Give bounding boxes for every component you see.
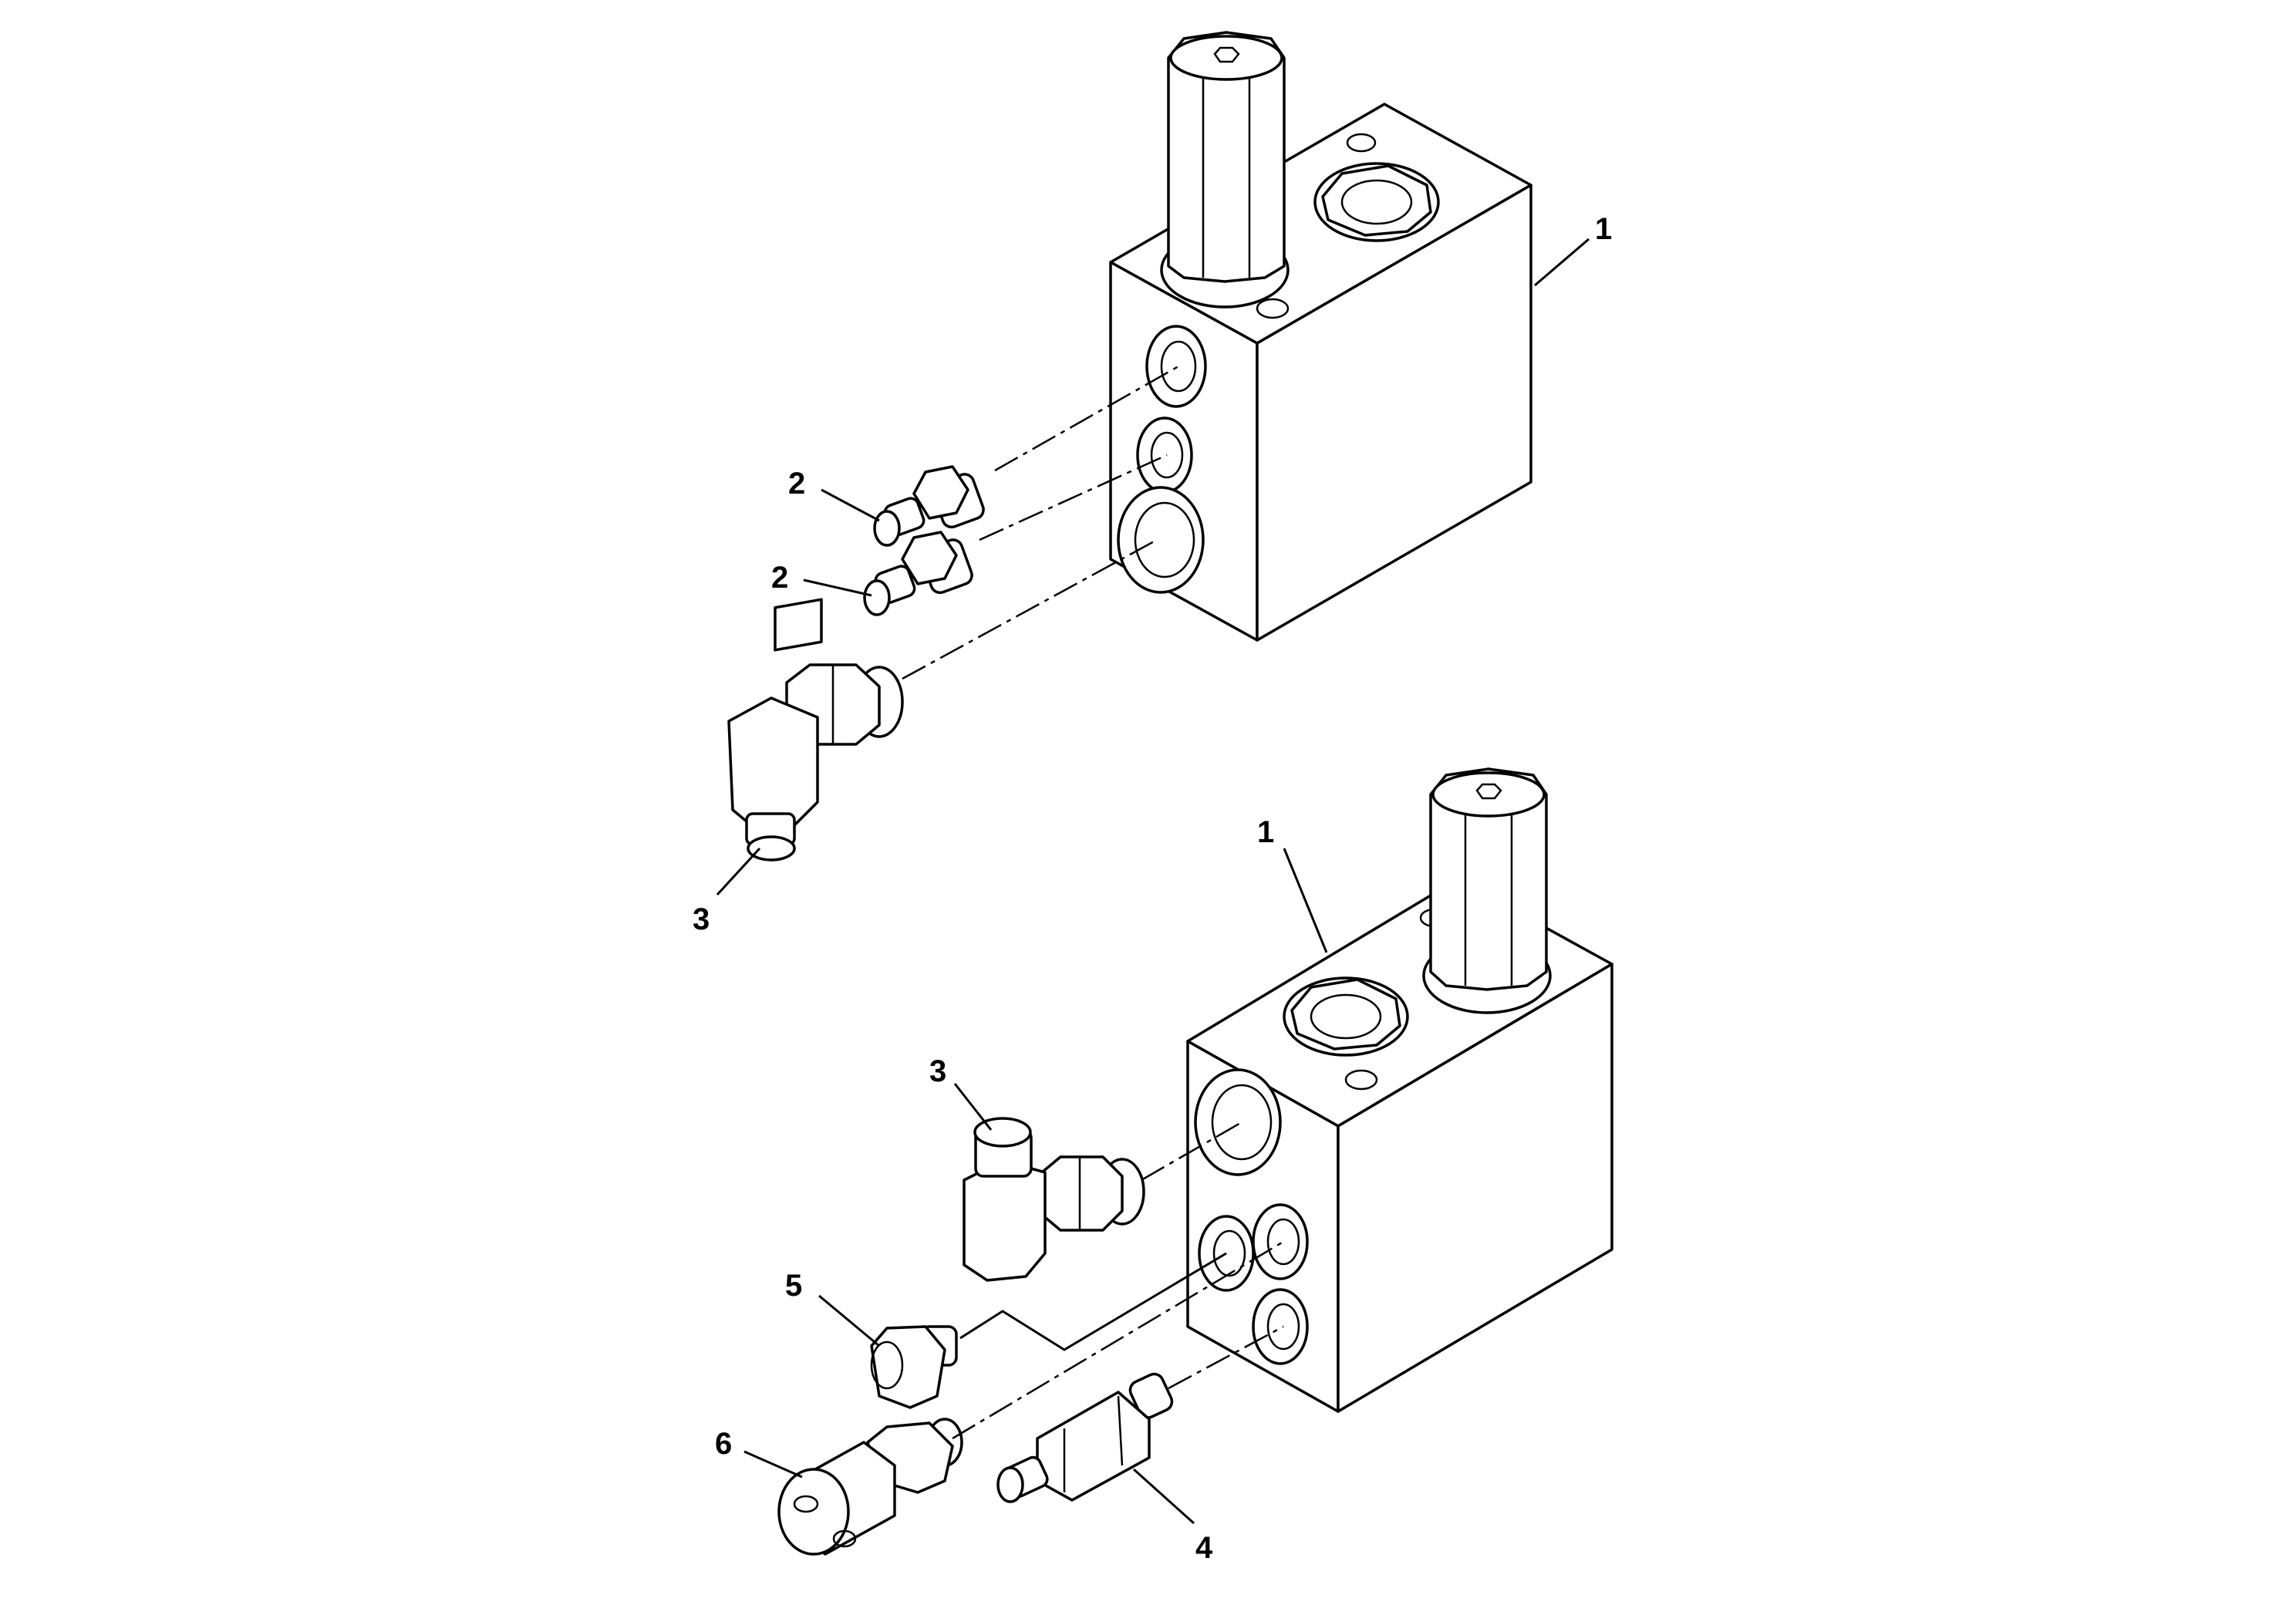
fitting-2-upper [873, 465, 985, 547]
callout-3-upper-label: 3 [693, 902, 710, 936]
fitting-4 [996, 1372, 1174, 1503]
callout-4: 4 [1132, 1468, 1213, 1565]
elbow-fitting-3-lower [963, 1117, 1145, 1282]
fitting-2-lower [863, 531, 973, 616]
callout-2-a-label: 2 [788, 467, 805, 501]
callout-2-b-label: 2 [771, 561, 788, 595]
plug-5 [870, 1325, 958, 1409]
callout-1-lower: 1 [1257, 815, 1328, 953]
elbow-fitting-3-upper [727, 598, 904, 862]
callout-1-lower-label: 1 [1257, 815, 1274, 849]
lower-centerlines [952, 1121, 1284, 1440]
callout-5: 5 [785, 1269, 880, 1347]
lower-valve-block [1186, 767, 1613, 1413]
callout-1-upper-label: 1 [1595, 212, 1612, 246]
callout-1-upper: 1 [1534, 212, 1612, 287]
upper-valve-block [1109, 31, 1532, 642]
callout-5-label: 5 [785, 1269, 802, 1303]
callout-4-label: 4 [1195, 1531, 1213, 1565]
callout-3-lower-label: 3 [929, 1054, 946, 1088]
callout-6: 6 [715, 1427, 803, 1479]
callout-2-a: 2 [788, 467, 880, 522]
sensor-6 [777, 1418, 963, 1556]
callout-3-upper: 3 [693, 847, 761, 936]
upper-centerlines [902, 365, 1179, 680]
callout-3-lower: 3 [929, 1054, 993, 1131]
callout-6-label: 6 [715, 1427, 732, 1461]
callout-2-b: 2 [771, 561, 872, 597]
